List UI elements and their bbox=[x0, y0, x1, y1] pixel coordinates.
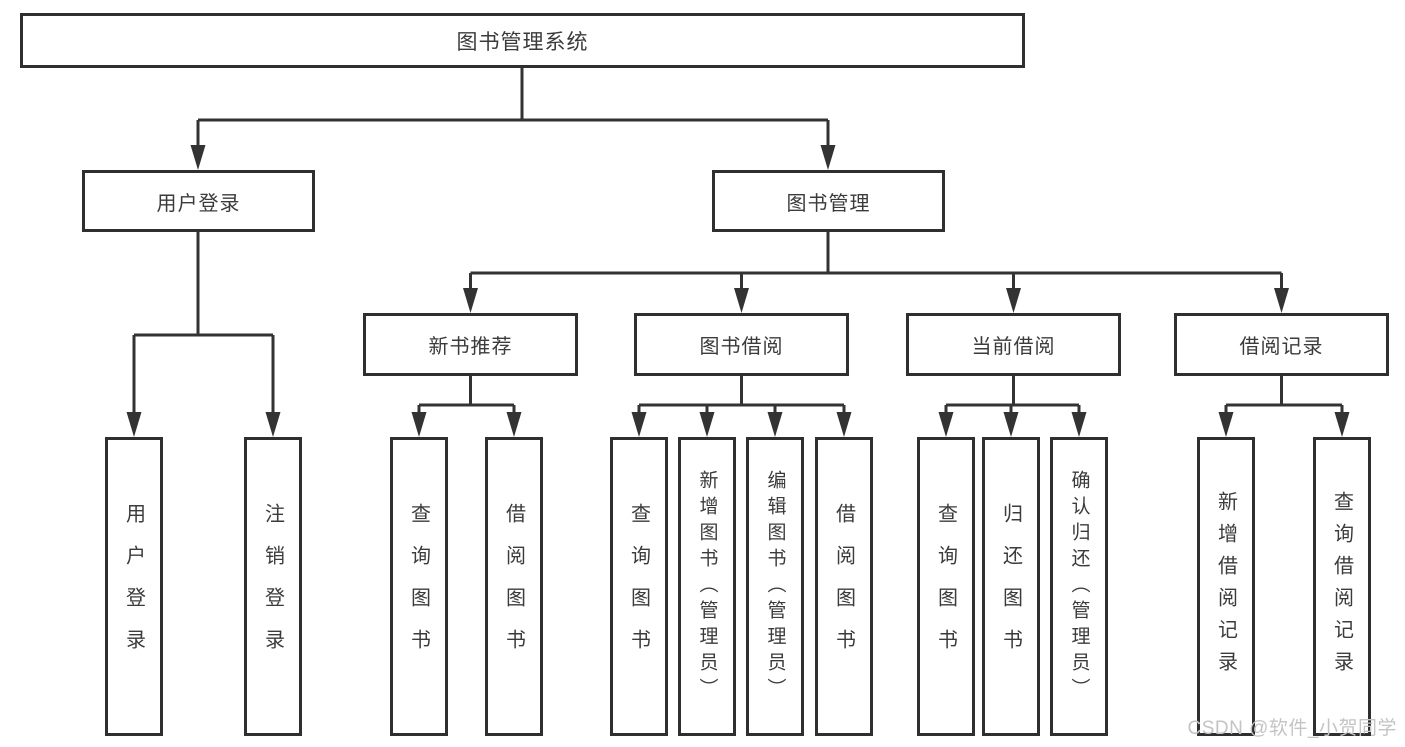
leaf-add-borrow-record: 新增借阅记录 bbox=[1197, 437, 1255, 736]
leaf-confirm-return-admin: 确认归还（管理员） bbox=[1050, 437, 1108, 736]
leaf-label: 归还图书 bbox=[999, 502, 1022, 671]
root-node-library-system: 图书管理系统 bbox=[20, 13, 1025, 68]
node-new-book-recommend: 新书推荐 bbox=[363, 313, 578, 376]
leaf-label: 查询借阅记录 bbox=[1330, 490, 1353, 683]
csdn-watermark: CSDN @软件_小贺同学 bbox=[1187, 718, 1397, 739]
node-book-management: 图书管理 bbox=[712, 170, 945, 232]
leaf-label: 查询图书 bbox=[934, 502, 957, 671]
arrowheads bbox=[126, 145, 1350, 437]
leaf-label: 查询图书 bbox=[627, 502, 650, 671]
node-book-borrow: 图书借阅 bbox=[634, 313, 849, 376]
leaf-borrow-books-recommend: 借阅图书 bbox=[485, 437, 543, 736]
leaf-label: 注销登录 bbox=[261, 502, 284, 671]
leaf-query-books-current: 查询图书 bbox=[917, 437, 975, 736]
leaf-logout: 注销登录 bbox=[244, 437, 302, 736]
leaf-query-borrow-record: 查询借阅记录 bbox=[1313, 437, 1371, 736]
leaf-edit-books-admin: 编辑图书（管理员） bbox=[746, 437, 804, 736]
leaf-label: 新增借阅记录 bbox=[1214, 490, 1237, 683]
leaf-user-login: 用户登录 bbox=[105, 437, 163, 736]
leaf-query-books-recommend: 查询图书 bbox=[390, 437, 448, 736]
leaf-label: 编辑图书（管理员） bbox=[764, 469, 786, 704]
node-borrow-records: 借阅记录 bbox=[1174, 313, 1389, 376]
leaf-return-books: 归还图书 bbox=[982, 437, 1040, 736]
leaf-add-books-admin: 新增图书（管理员） bbox=[678, 437, 736, 736]
leaf-label: 用户登录 bbox=[122, 502, 145, 671]
node-current-borrow: 当前借阅 bbox=[906, 313, 1121, 376]
leaf-borrow-books: 借阅图书 bbox=[815, 437, 873, 736]
leaf-label: 借阅图书 bbox=[832, 502, 855, 671]
leaf-label: 新增图书（管理员） bbox=[696, 469, 718, 704]
leaf-label: 查询图书 bbox=[407, 502, 430, 671]
leaf-label: 借阅图书 bbox=[502, 502, 525, 671]
node-user-login: 用户登录 bbox=[82, 170, 315, 232]
leaf-query-books-borrow: 查询图书 bbox=[610, 437, 668, 736]
leaf-label: 确认归还（管理员） bbox=[1068, 469, 1090, 704]
